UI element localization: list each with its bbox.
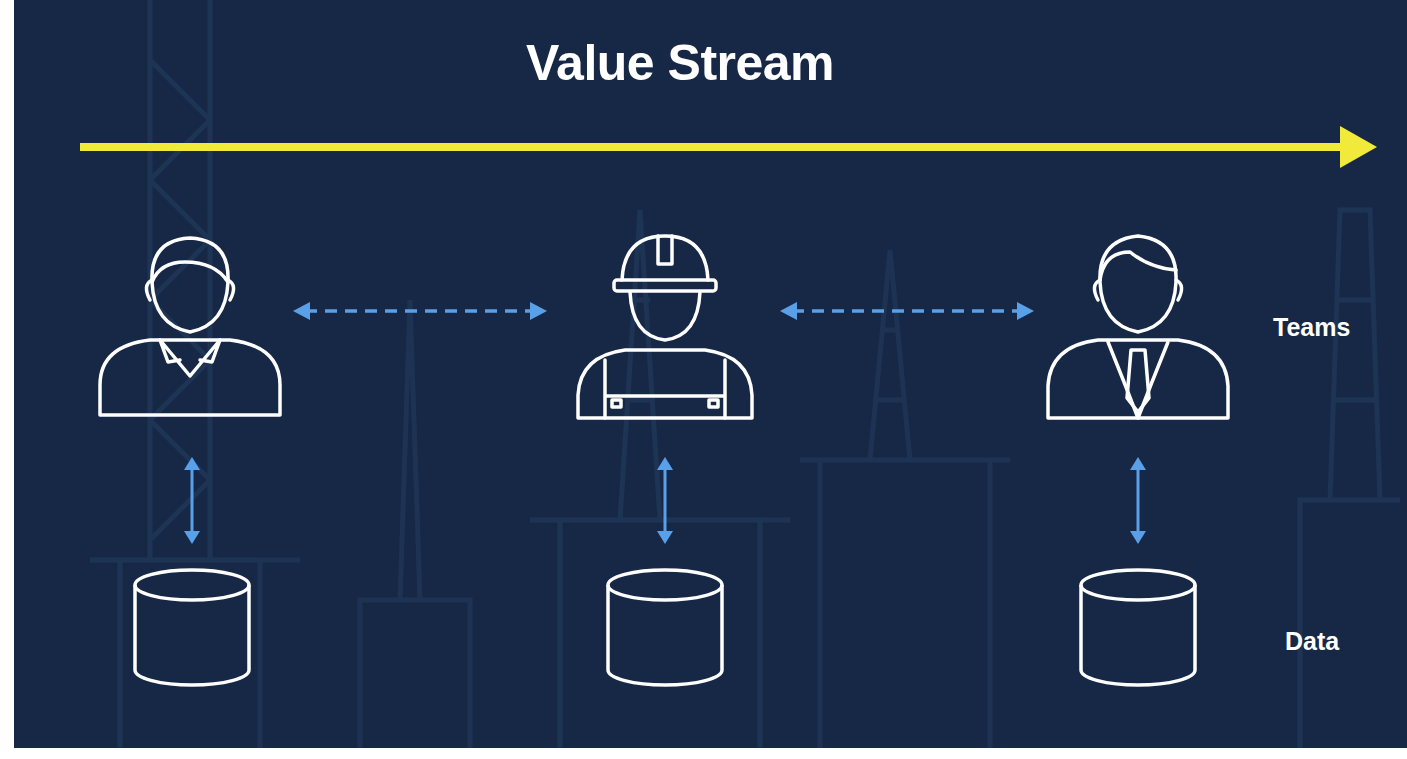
background-panel xyxy=(14,0,1407,748)
team-icons xyxy=(100,236,1228,418)
row-label: Teams xyxy=(1273,313,1350,342)
dashed-link xyxy=(305,309,535,313)
person-icon xyxy=(100,238,280,415)
arrow-head xyxy=(1340,126,1377,168)
database-cylinder xyxy=(1081,570,1195,685)
worker-icon xyxy=(578,236,752,418)
manager-icon xyxy=(1048,236,1228,418)
value-stream-arrow xyxy=(80,126,1377,168)
team-links xyxy=(305,309,1022,313)
dashed-link xyxy=(792,309,1022,313)
link-heads xyxy=(293,302,1034,320)
data-links xyxy=(184,457,1146,544)
database-cylinder xyxy=(608,570,722,685)
database-icons xyxy=(135,570,1195,685)
row-label: Data xyxy=(1285,627,1339,656)
database-cylinder xyxy=(135,570,249,685)
diagram-title: Value Stream xyxy=(526,34,834,92)
oil-rig-silhouettes xyxy=(90,0,1400,748)
arrow-shaft xyxy=(80,143,1352,151)
